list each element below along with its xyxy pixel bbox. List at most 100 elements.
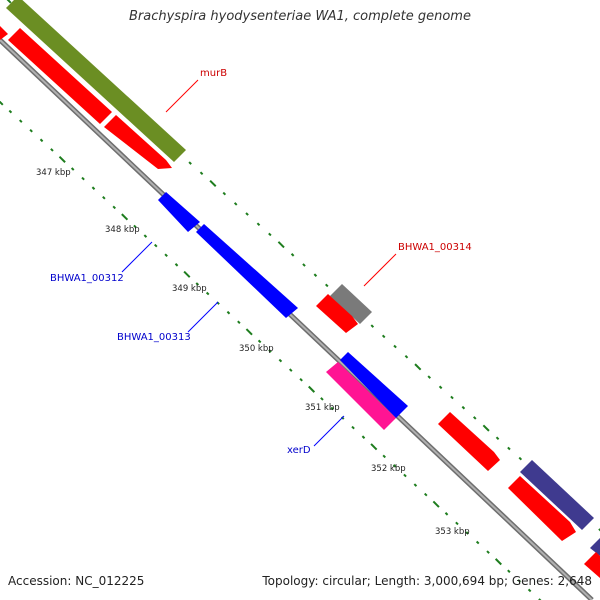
tick-mark [299,377,303,382]
label-bhwa1-00312: BHWA1_00312 [50,273,124,284]
tick-mark [450,395,454,400]
tick-mark [290,253,295,257]
bhwa1-00313-leader [187,301,219,333]
ruler-label-350: 350 kbp [239,344,274,354]
tick-mark [320,397,324,401]
tick-mark [517,579,521,583]
gene-bhwa1-00314[interactable] [330,284,372,324]
gene-murb[interactable] [6,0,186,162]
tick-mark [8,109,13,114]
tick-mark [461,405,466,410]
tick-mark [538,598,542,600]
tick-mark [222,191,227,196]
tick-mark [518,456,523,461]
tick-mark [598,528,600,532]
tick-mark [403,473,407,478]
gene-red-right-2[interactable] [508,476,576,541]
tick-mark [473,416,477,420]
tick-mark [226,310,231,315]
tick-mark [183,270,191,278]
tick-mark [313,273,318,277]
genome-backbone-highlight [0,39,593,600]
tick-mark [330,406,335,411]
tick-mark [414,363,422,371]
gene-bhwa1-00313[interactable] [196,224,298,318]
tick-mark [199,171,204,176]
ruler-label-349: 349 kbp [172,284,207,294]
tick-mark [302,263,306,267]
tick-mark [143,234,148,238]
tick-mark [370,443,378,451]
tick-mark [154,243,158,248]
gene-red-upper-2[interactable] [104,115,172,169]
tick-mark [382,454,386,459]
tick-mark [438,385,443,390]
tick-mark [289,368,293,372]
tick-mark [361,435,366,439]
tick-mark [268,232,272,237]
tick-mark [427,375,431,379]
tick-mark [58,155,66,163]
ruler-label-348: 348 kbp [105,225,140,235]
ruler-label-347: 347 kbp [36,168,71,178]
tick-mark [507,446,511,451]
tick-mark [237,320,241,325]
gene-purple-edge[interactable] [590,538,600,556]
gene-purple-right[interactable] [520,460,594,530]
label-xerd: xerD [287,445,311,456]
xerd-leader [313,415,345,447]
tick-mark [205,291,210,296]
tick-mark [482,424,490,432]
tick-mark [351,425,355,430]
tick-mark [413,483,418,487]
tick-mark [121,213,129,221]
tick-mark [50,148,54,152]
gene-red-right-1[interactable] [438,412,500,471]
gene-red-edge[interactable] [0,26,8,40]
tick-mark [495,436,500,441]
tick-mark [308,385,316,393]
tick-mark [494,558,502,566]
tick-mark [277,241,285,249]
tick-mark [325,283,329,288]
label-bhwa1-00313: BHWA1_00313 [117,332,191,343]
accession-text: Accession: NC_012225 [8,574,145,588]
gene-red-upper-1[interactable] [8,28,112,124]
tick-mark [195,282,200,286]
gene-blue-mid[interactable] [340,352,408,418]
tick-mark [39,138,44,143]
tick-mark [112,205,116,210]
gene-xerd[interactable] [326,362,396,430]
label-bhwa1-00314: BHWA1_00314 [398,242,472,253]
tick-mark [527,588,532,593]
tick-mark [102,196,106,200]
tick-mark [6,0,12,4]
tick-mark [424,492,428,497]
tick-mark [475,540,480,545]
tick-mark [256,222,261,226]
tick-mark [81,176,85,181]
tick-mark [507,569,511,574]
tick-mark [164,253,168,257]
gene-red-mid[interactable] [316,294,358,333]
bhwa1-00314-leader [363,253,397,287]
tick-mark [432,500,440,508]
label-murb: murB [200,68,227,79]
tick-mark [278,358,283,363]
gene-bhwa1-00312[interactable] [158,192,200,232]
tick-mark [188,161,192,165]
ruler-label-353: 353 kbp [435,527,470,537]
tick-mark [133,224,137,229]
murb-leader [165,79,199,113]
tick-mark [486,550,490,554]
tick-mark [455,521,459,526]
tick-mark [257,339,262,344]
gene-red-edge-bottom[interactable] [584,552,600,578]
tick-mark [245,328,253,336]
tick-mark [19,119,23,123]
ruler-label-351: 351 kbp [305,403,340,413]
tick-mark [381,334,386,339]
